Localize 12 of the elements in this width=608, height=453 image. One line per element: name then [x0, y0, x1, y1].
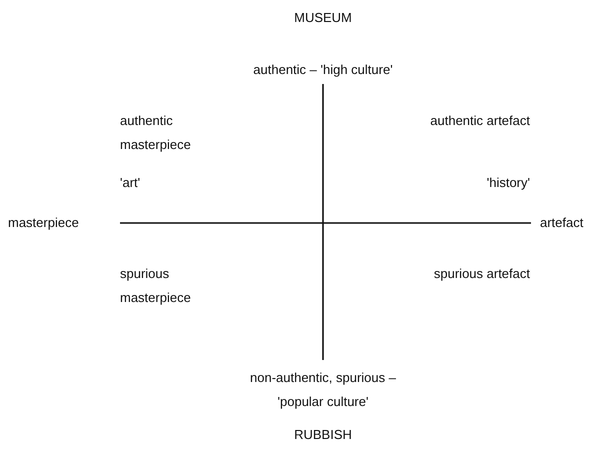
quadrant-label: spurious masterpiece: [120, 265, 192, 307]
axis-end-label: masterpiece: [8, 214, 80, 232]
quadrant-label: 'art': [120, 174, 142, 192]
quadrant-label: spurious artefact: [432, 265, 530, 283]
quadrant-label: authentic masterpiece: [120, 112, 192, 154]
axis-end-label: artefact: [540, 214, 584, 232]
quadrant-label: authentic artefact: [429, 112, 530, 130]
pole-label: RUBBISH: [293, 426, 353, 444]
axis-end-label: non-authentic, spurious – 'popular culture': [249, 369, 397, 411]
quadrant-label: 'history': [486, 174, 530, 192]
axis-end-label: authentic – 'high culture': [252, 61, 394, 79]
pole-label: MUSEUM: [293, 9, 353, 27]
